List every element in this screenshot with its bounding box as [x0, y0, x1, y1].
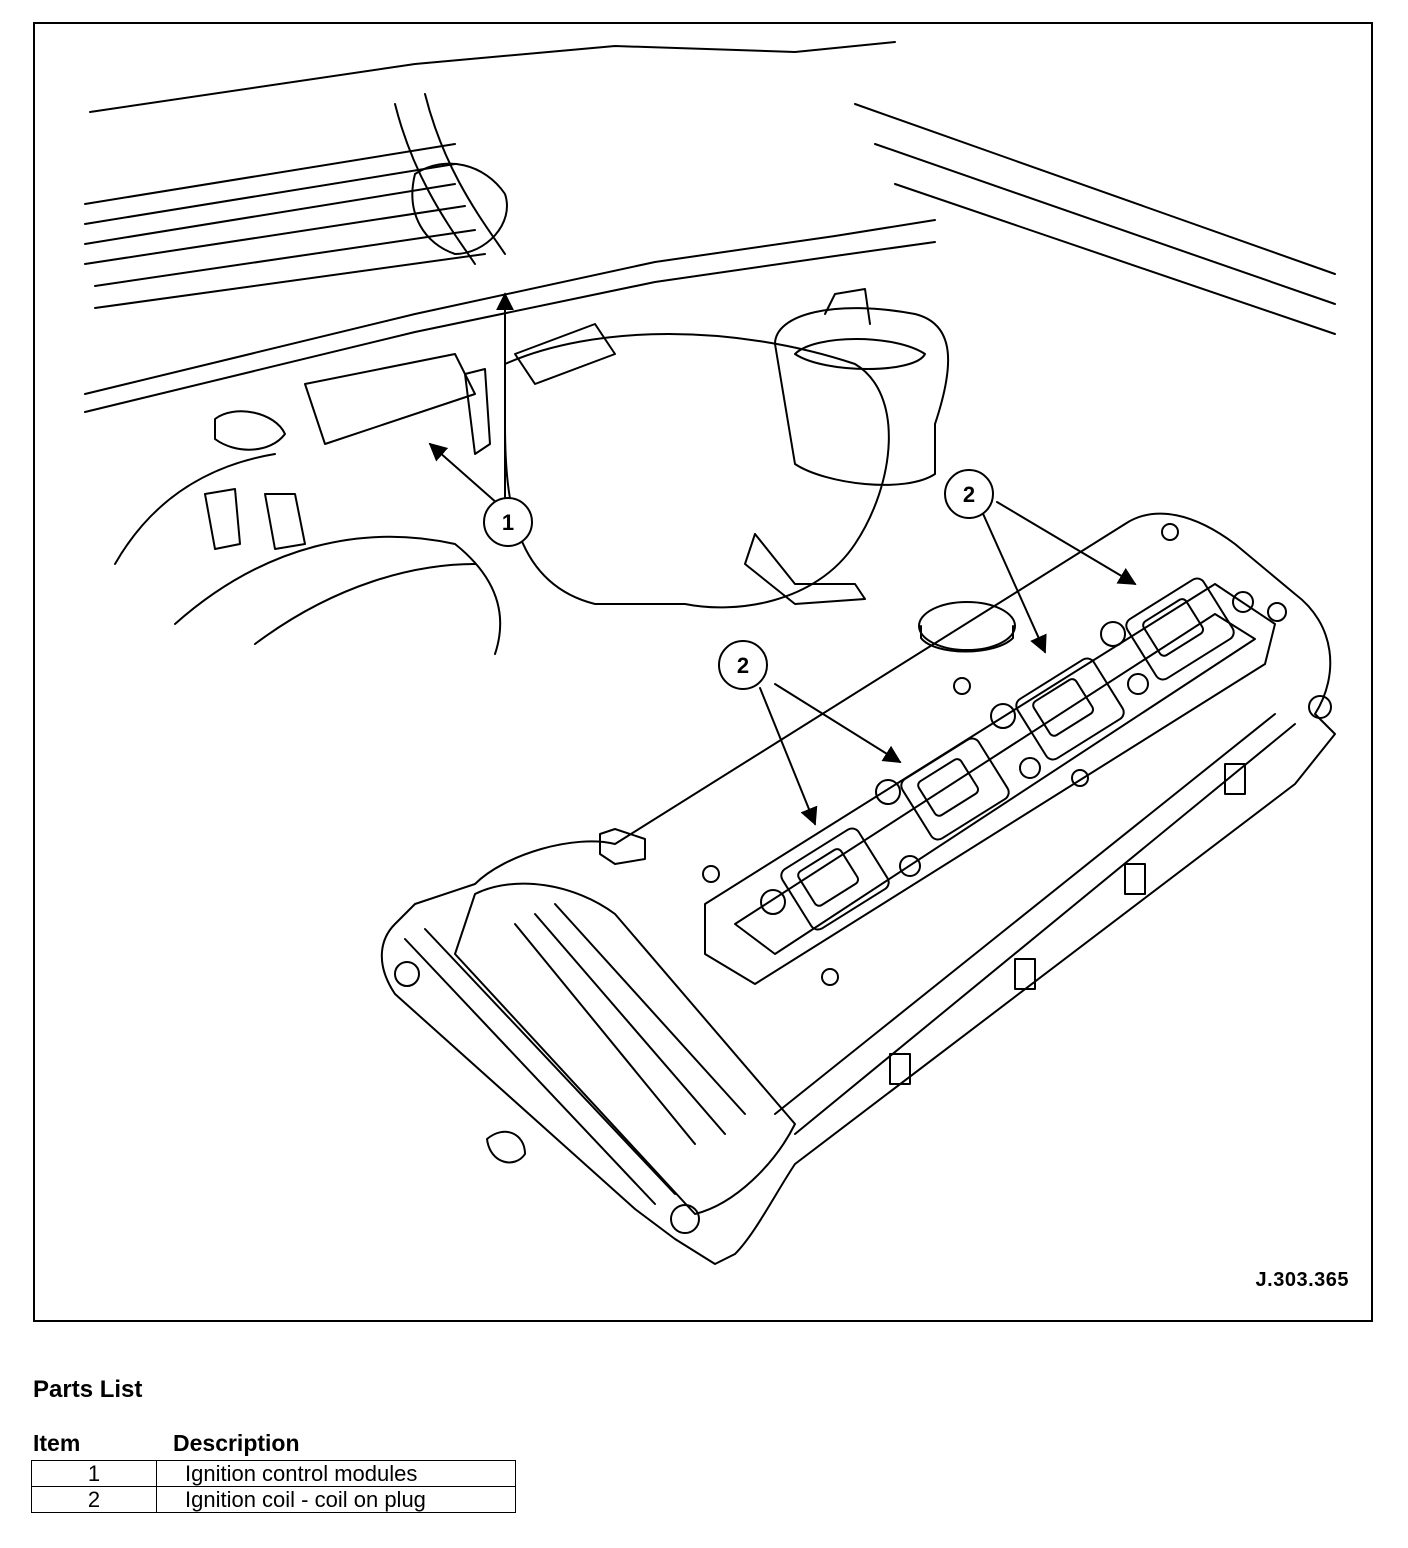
breather-pipe: [824, 288, 871, 325]
engine-line-drawing: 1 2 2: [84, 41, 1336, 1265]
upper-right-pipes: [854, 103, 1336, 335]
coil-recess-inner: [734, 613, 1256, 955]
description-column-header: Description: [173, 1430, 300, 1456]
parts-list-header: Item Description: [33, 1430, 493, 1456]
manifold-ribs: [84, 143, 486, 309]
duct-fin: [744, 533, 866, 605]
lower-left-curve-1: [174, 535, 502, 655]
leader-2c: [759, 687, 818, 826]
leader-2b: [996, 501, 1137, 585]
dome-ribs: [514, 903, 746, 1145]
fuel-rail: [84, 219, 936, 395]
leader-2d: [774, 683, 902, 763]
callout-label-2-upper: 2: [963, 482, 975, 507]
parts-list-table: 1 Ignition control modules 2 Ignition co…: [31, 1460, 516, 1513]
breather-top: [794, 338, 926, 370]
rail-bracket: [214, 410, 286, 451]
intake-duct: [504, 333, 890, 609]
item-column-header: Item: [33, 1430, 81, 1456]
callout-circle-2-upper: [944, 469, 994, 519]
cover-studs: [889, 763, 1246, 1085]
ignition-coil-4: [1100, 577, 1254, 681]
cam-cover-front-dome: [454, 882, 796, 1215]
ignition-coil-2: [875, 737, 1041, 841]
cam-cover-outline: [380, 512, 1336, 1265]
coil-recess: [704, 583, 1276, 985]
fuel-rail-lower: [84, 241, 936, 413]
callout-circle-2-lower: [718, 640, 768, 690]
cover-bolts: [394, 523, 1332, 1234]
leader-2a: [979, 506, 1047, 654]
item-description: Ignition coil - coil on plug: [156, 1486, 516, 1513]
module-b: [514, 323, 616, 385]
pcv-nozzle: [599, 828, 646, 865]
table-row: 2 Ignition coil - coil on plug: [31, 1486, 516, 1513]
lower-left-curve-2: [114, 453, 276, 565]
item-number: 1: [31, 1460, 157, 1487]
figure-reference-id: J.303.365: [1255, 1269, 1349, 1291]
callout-label-1: 1: [502, 510, 514, 535]
table-row: 1 Ignition control modules: [31, 1460, 516, 1487]
lower-left-curve-3: [254, 563, 476, 645]
callout-circle-1: [483, 497, 533, 547]
cap-left: [411, 162, 508, 255]
item-description: Ignition control modules: [156, 1460, 516, 1487]
cam-cover-flange: [404, 713, 1296, 1205]
breather-canister: [774, 307, 950, 486]
ignition-coil-1: [760, 827, 921, 931]
ignition-coil-3: [990, 657, 1149, 761]
module-bracket: [464, 368, 491, 455]
module-a: [304, 353, 476, 445]
oil-filler-cap: [918, 601, 1016, 651]
manifold-top-line: [89, 41, 896, 113]
engine-diagram-frame: 1 2 2 J.303.365: [33, 22, 1373, 1322]
item-number: 2: [31, 1486, 157, 1513]
lower-left-bracket: [204, 488, 306, 550]
callout-label-2-lower: 2: [737, 653, 749, 678]
parts-list-title: Parts List: [33, 1376, 143, 1403]
